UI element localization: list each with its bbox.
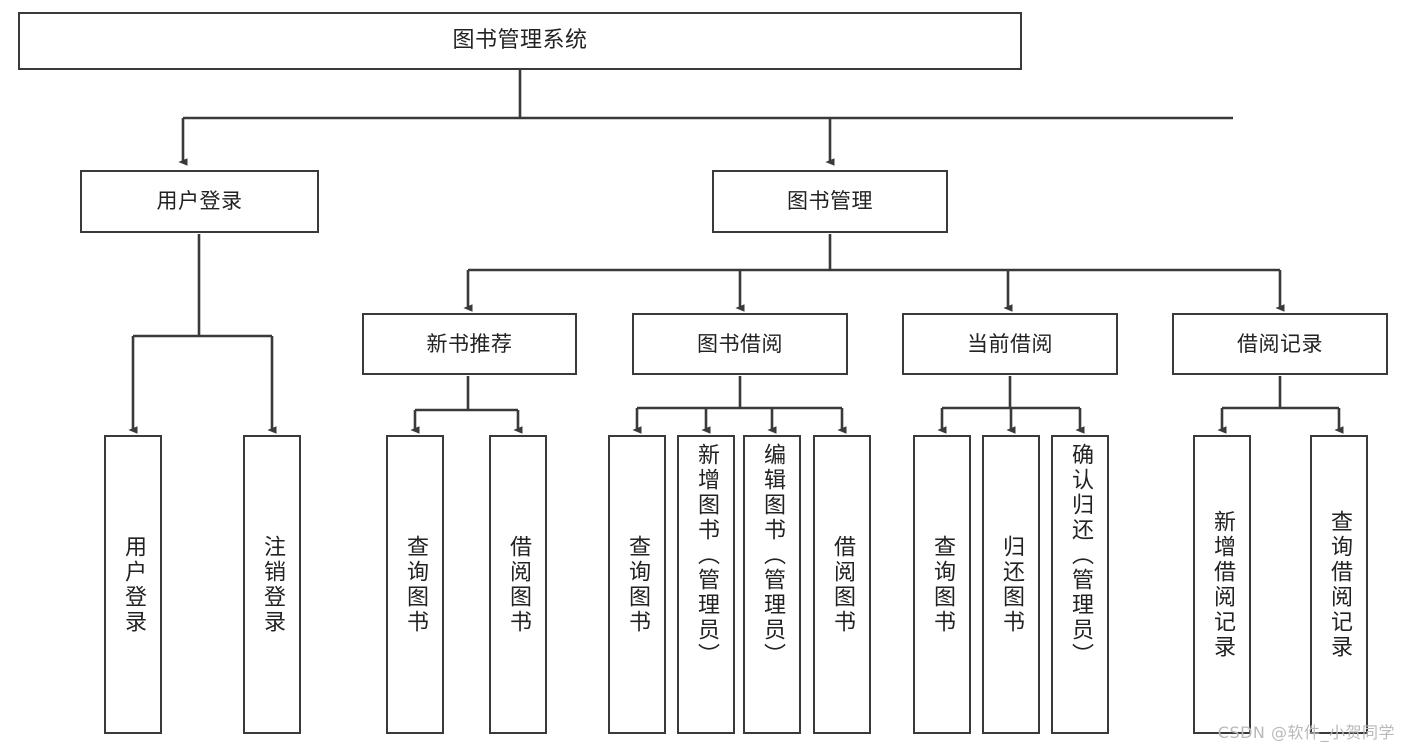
node-current-borrow[interactable]: 当前借阅: [902, 313, 1118, 375]
node-book-borrow[interactable]: 图书借阅: [632, 313, 848, 375]
node-book-management[interactable]: 图书管理: [712, 170, 948, 233]
leaf-borrow-add-book-admin[interactable]: 新增图书（管理员）: [677, 435, 735, 734]
leaf-recommend-borrow-book[interactable]: 借阅图书: [489, 435, 547, 734]
leaf-record-add-record[interactable]: 新增借阅记录: [1193, 435, 1251, 734]
leaf-current-confirm-return-admin[interactable]: 确认归还（管理员）: [1051, 435, 1109, 734]
node-user-login[interactable]: 用户登录: [80, 170, 319, 233]
node-label: 用户登录: [121, 534, 146, 635]
node-label: 归还图书: [999, 534, 1024, 635]
node-label: 新书推荐: [426, 331, 513, 356]
node-label: 注销登录: [260, 534, 285, 635]
node-label: 用户登录: [156, 189, 243, 214]
node-label: 新增图书（管理员）: [694, 443, 719, 668]
node-borrow-record[interactable]: 借阅记录: [1172, 313, 1388, 375]
leaf-user-login-login[interactable]: 用户登录: [104, 435, 162, 734]
node-label: 编辑图书（管理员）: [760, 443, 785, 668]
leaf-current-return-book[interactable]: 归还图书: [982, 435, 1040, 734]
leaf-borrow-edit-book-admin[interactable]: 编辑图书（管理员）: [743, 435, 801, 734]
node-label: 新增借阅记录: [1210, 509, 1235, 660]
leaf-borrow-query-book[interactable]: 查询图书: [608, 435, 666, 734]
leaf-current-query-book[interactable]: 查询图书: [913, 435, 971, 734]
node-label: 图书管理: [787, 189, 873, 214]
node-label: 图书管理系统: [452, 28, 588, 54]
leaf-borrow-borrow-book[interactable]: 借阅图书: [813, 435, 871, 734]
leaf-recommend-query-book[interactable]: 查询图书: [386, 435, 444, 734]
node-label: 查询借阅记录: [1327, 509, 1352, 660]
leaf-record-query-record[interactable]: 查询借阅记录: [1310, 435, 1368, 734]
node-label: 查询图书: [930, 534, 955, 635]
node-root-system[interactable]: 图书管理系统: [18, 12, 1022, 70]
node-label: 图书借阅: [697, 331, 783, 356]
node-label: 借阅图书: [506, 534, 531, 635]
node-new-book-recommend[interactable]: 新书推荐: [362, 313, 577, 375]
node-label: 借阅图书: [830, 534, 855, 635]
node-label: 当前借阅: [967, 331, 1053, 356]
node-label: 借阅记录: [1237, 331, 1323, 356]
leaf-user-login-logout[interactable]: 注销登录: [243, 435, 301, 734]
csdn-watermark: CSDN @软件_小贺同学: [1217, 723, 1395, 742]
node-label: 查询图书: [625, 534, 650, 635]
node-label: 查询图书: [403, 534, 428, 635]
node-label: 确认归还（管理员）: [1068, 443, 1093, 668]
